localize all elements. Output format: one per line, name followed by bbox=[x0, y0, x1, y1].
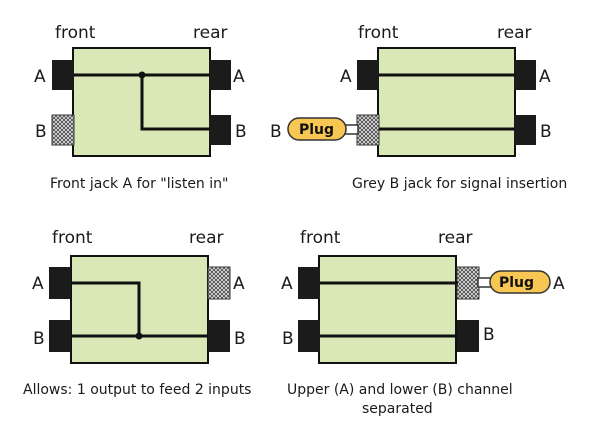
rear-jack-b bbox=[457, 320, 479, 352]
front-jack-a bbox=[357, 60, 379, 90]
front-jack-b-grey bbox=[51, 114, 75, 146]
front-a-label: A bbox=[34, 67, 46, 87]
front-a-label: A bbox=[281, 274, 293, 294]
caption: Front jack A for "listen in" bbox=[50, 176, 228, 192]
front-jack-a bbox=[49, 267, 71, 299]
front-b-label: B bbox=[282, 329, 294, 349]
junction-dot bbox=[138, 71, 146, 79]
rear-jack-b bbox=[209, 115, 231, 145]
rear-a-label: A bbox=[539, 67, 551, 87]
rear-b-label: B bbox=[234, 329, 246, 349]
caption-line-2: separated bbox=[362, 401, 433, 417]
front-jack-b-grey bbox=[356, 114, 380, 146]
plug-label: Plug bbox=[499, 275, 534, 291]
front-b-label: B bbox=[35, 122, 47, 142]
caption-line-1: Upper (A) and lower (B) channel bbox=[287, 382, 513, 398]
rear-b-label: B bbox=[235, 122, 247, 142]
junction-dot bbox=[135, 332, 143, 340]
front-b-label: B bbox=[270, 122, 282, 142]
caption: Grey B jack for signal insertion bbox=[352, 176, 567, 192]
rear-jack-a-grey bbox=[456, 266, 480, 300]
wire-bridge bbox=[140, 75, 210, 131]
rear-a-label: A bbox=[553, 274, 565, 294]
rear-label: rear bbox=[189, 228, 223, 248]
rear-b-label: B bbox=[540, 122, 552, 142]
front-jack-b bbox=[49, 320, 71, 352]
caption: Allows: 1 output to feed 2 inputs bbox=[23, 382, 251, 398]
front-label: front bbox=[55, 23, 96, 43]
wire-a-bridge bbox=[72, 281, 141, 336]
panel-one-to-two: front rear A B A B Allows: 1 output to f… bbox=[23, 228, 251, 398]
panel-listen-in: front rear A B A B Front jack A for "lis… bbox=[34, 23, 247, 192]
front-jack-a bbox=[52, 60, 74, 90]
rear-a-label: A bbox=[233, 67, 245, 87]
front-b-label: B bbox=[33, 329, 45, 349]
front-label: front bbox=[358, 23, 399, 43]
panel-signal-insertion: front rear Plug A B A B Grey B jack for … bbox=[270, 23, 567, 192]
plug-icon bbox=[287, 117, 347, 141]
rear-jack-b bbox=[514, 115, 536, 145]
rear-label: rear bbox=[497, 23, 531, 43]
rear-label: rear bbox=[193, 23, 227, 43]
front-a-label: A bbox=[32, 274, 44, 294]
plug-icon bbox=[489, 270, 551, 294]
front-label: front bbox=[52, 228, 93, 248]
patch-box bbox=[318, 255, 457, 364]
rear-b-label: B bbox=[483, 325, 495, 345]
front-jack-a bbox=[298, 267, 320, 299]
rear-jack-a bbox=[209, 60, 231, 90]
rear-label: rear bbox=[438, 228, 472, 248]
panel-separated: front rear Plug A B A B Upper (A) and lo… bbox=[281, 228, 565, 417]
plug-label: Plug bbox=[299, 122, 334, 138]
front-a-label: A bbox=[340, 67, 352, 87]
front-label: front bbox=[300, 228, 341, 248]
rear-jack-a bbox=[514, 60, 536, 90]
rear-jack-b bbox=[208, 320, 230, 352]
patch-box bbox=[377, 47, 516, 157]
rear-jack-a-grey bbox=[207, 266, 231, 300]
rear-a-label: A bbox=[233, 274, 245, 294]
front-jack-b bbox=[298, 320, 320, 352]
